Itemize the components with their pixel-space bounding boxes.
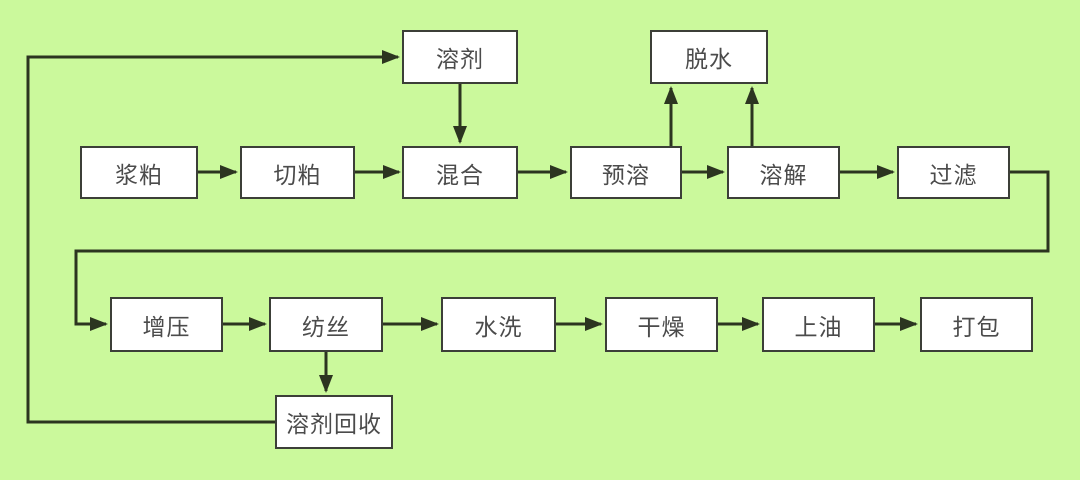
node-zengya-label: 增压 [142,314,191,341]
node-fangsi: 纺丝 [269,297,383,352]
node-shangyou: 上油 [762,297,875,352]
node-qiepo-label: 切粕 [273,162,322,189]
node-fangsi-label: 纺丝 [302,314,350,341]
node-jiangpo-label: 浆粕 [115,162,163,189]
node-jiangpo: 浆粕 [80,146,198,199]
node-tuoshui-label: 脱水 [685,47,733,73]
node-qiepo: 切粕 [240,146,355,199]
node-rongjihuishou-label: 溶剂回收 [286,412,382,438]
node-rongjie-label: 溶解 [759,162,808,189]
node-shuixi: 水洗 [441,297,556,352]
edge-rongjihuishou-rongji [26,50,400,424]
node-rongjihuishou: 溶剂回收 [275,395,393,449]
node-rongjie: 溶解 [727,146,840,199]
node-tuoshui: 脱水 [650,30,768,84]
node-guolv: 过滤 [897,146,1010,199]
node-zengya: 增压 [110,297,223,352]
node-ganzao-label: 干燥 [637,314,686,341]
node-yurong-label: 预溶 [602,162,650,189]
node-hunhe: 混合 [402,146,518,199]
node-dabao: 打包 [920,297,1033,352]
node-guolv-label: 过滤 [929,162,978,189]
edge-guolv-zengya [74,170,1050,331]
node-rongji-label: 溶剂 [436,47,484,73]
node-yurong: 预溶 [570,146,682,199]
node-hunhe-label: 混合 [436,162,484,189]
node-shuixi-label: 水洗 [474,314,523,341]
node-dabao-label: 打包 [952,314,1001,341]
node-rongji: 溶剂 [402,30,518,84]
node-ganzao: 干燥 [605,297,718,352]
node-shangyou-label: 上油 [794,314,843,341]
